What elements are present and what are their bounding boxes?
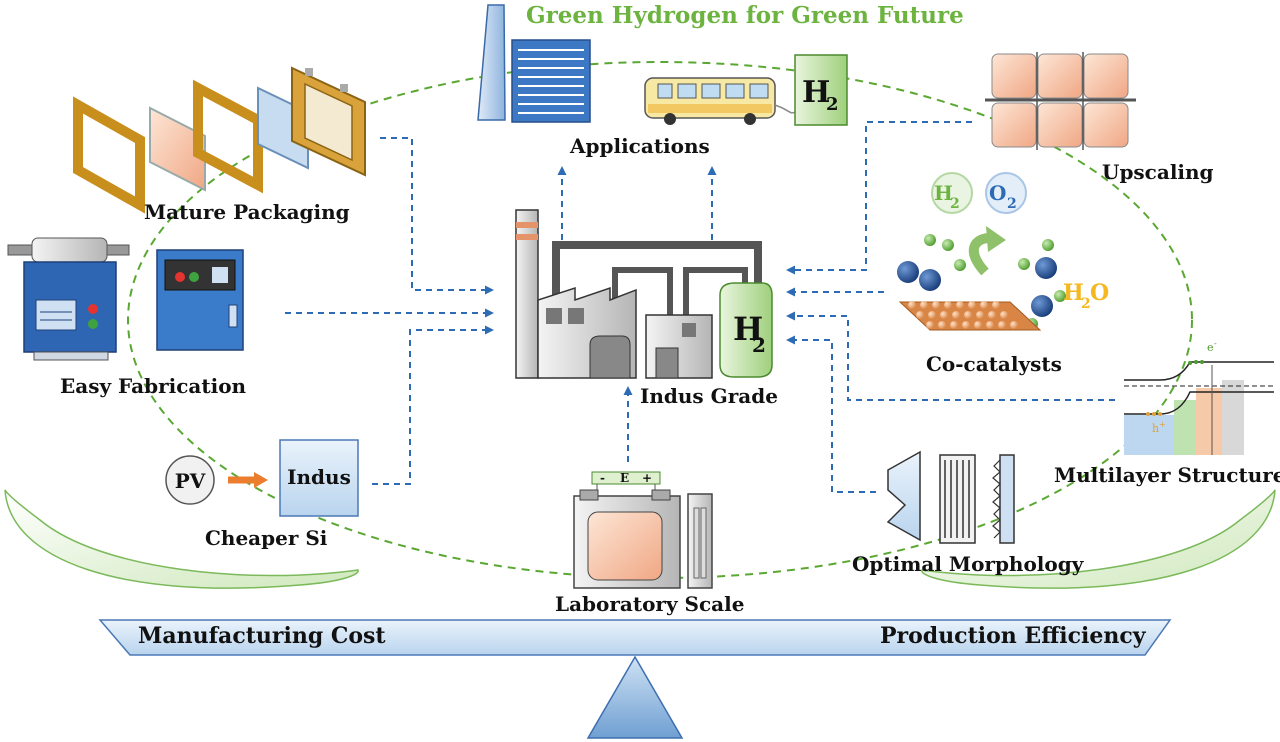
arrow-from-packaging bbox=[380, 137, 494, 295]
optimal-morphology-label: Optimal Morphology bbox=[852, 552, 1084, 576]
packaging-stack bbox=[73, 66, 366, 214]
pv-circle bbox=[165, 455, 215, 505]
multilayer-illustration bbox=[1124, 360, 1274, 455]
battery-plus: + bbox=[642, 471, 652, 485]
upscaling-label: Upscaling bbox=[1102, 160, 1214, 184]
cocatalyst-illustration bbox=[897, 172, 1066, 331]
electron-label: e bbox=[1207, 341, 1214, 354]
diagram-title: Green Hydrogen for Green Future bbox=[526, 2, 964, 29]
morphology-illustration bbox=[886, 450, 1015, 544]
fabrication-equipment bbox=[7, 237, 244, 361]
factory-illustration: H 2 bbox=[515, 209, 773, 379]
arrow-from-morphology bbox=[786, 335, 876, 493]
bus-icon bbox=[644, 77, 796, 125]
h2-sign bbox=[794, 54, 848, 126]
indus-box bbox=[279, 439, 359, 517]
arrow-from-cheaper-si bbox=[372, 325, 494, 485]
co-catalysts-label: Co-catalysts bbox=[926, 352, 1062, 376]
balance-beam bbox=[98, 619, 1172, 656]
tank-h: H bbox=[733, 310, 763, 348]
h2-bubble-sub: 2 bbox=[950, 196, 960, 212]
right-bowl bbox=[921, 489, 1276, 589]
balance-fulcrum bbox=[586, 655, 684, 739]
mature-packaging-label: Mature Packaging bbox=[144, 200, 350, 224]
multilayer-structure-label: Multilayer Structure bbox=[1054, 463, 1280, 487]
indus-box-label: Indus bbox=[287, 465, 351, 489]
tank-sub: 2 bbox=[752, 333, 766, 357]
tower-icon bbox=[477, 4, 506, 121]
production-efficiency-label: Production Efficiency bbox=[880, 623, 1146, 649]
battery-minus: - bbox=[600, 471, 605, 485]
upscaling-panels bbox=[985, 52, 1136, 150]
pv-arrow-head bbox=[254, 472, 268, 488]
o2-bubble-text: O bbox=[989, 181, 1006, 205]
pv-label: PV bbox=[175, 469, 206, 493]
o2-bubble-sub: 2 bbox=[1007, 196, 1017, 212]
cheaper-si-label: Cheaper Si bbox=[205, 526, 328, 550]
battery-e: E bbox=[620, 471, 629, 485]
manufacturing-cost-label: Manufacturing Cost bbox=[138, 623, 386, 649]
arrow-from-upscaling bbox=[786, 121, 972, 275]
applications-label: Applications bbox=[570, 134, 710, 158]
h2o-text: H bbox=[1063, 280, 1084, 306]
h2-bubble-text: H bbox=[934, 181, 953, 205]
left-bowl bbox=[4, 489, 359, 589]
indus-grade-label: Indus Grade bbox=[640, 384, 778, 408]
cycle-ellipse bbox=[127, 61, 1193, 579]
easy-fabrication-label: Easy Fabrication bbox=[60, 374, 247, 398]
h2o-end: O bbox=[1090, 280, 1109, 306]
h2-sign-sub: 2 bbox=[826, 94, 839, 115]
h2o-sub: 2 bbox=[1081, 296, 1091, 312]
building-icon bbox=[511, 39, 591, 123]
hole-label: h bbox=[1152, 422, 1159, 435]
electron-sup: - bbox=[1214, 339, 1217, 348]
applications-illustration: H 2 bbox=[477, 4, 848, 126]
hole-sup: + bbox=[1159, 420, 1166, 429]
laboratory-scale-label: Laboratory Scale bbox=[555, 592, 745, 616]
h2-sign-text: H bbox=[802, 75, 830, 110]
arrow-from-multilayer bbox=[786, 311, 1115, 401]
flow-arrows bbox=[285, 121, 1115, 493]
laboratory-cell bbox=[573, 471, 713, 589]
